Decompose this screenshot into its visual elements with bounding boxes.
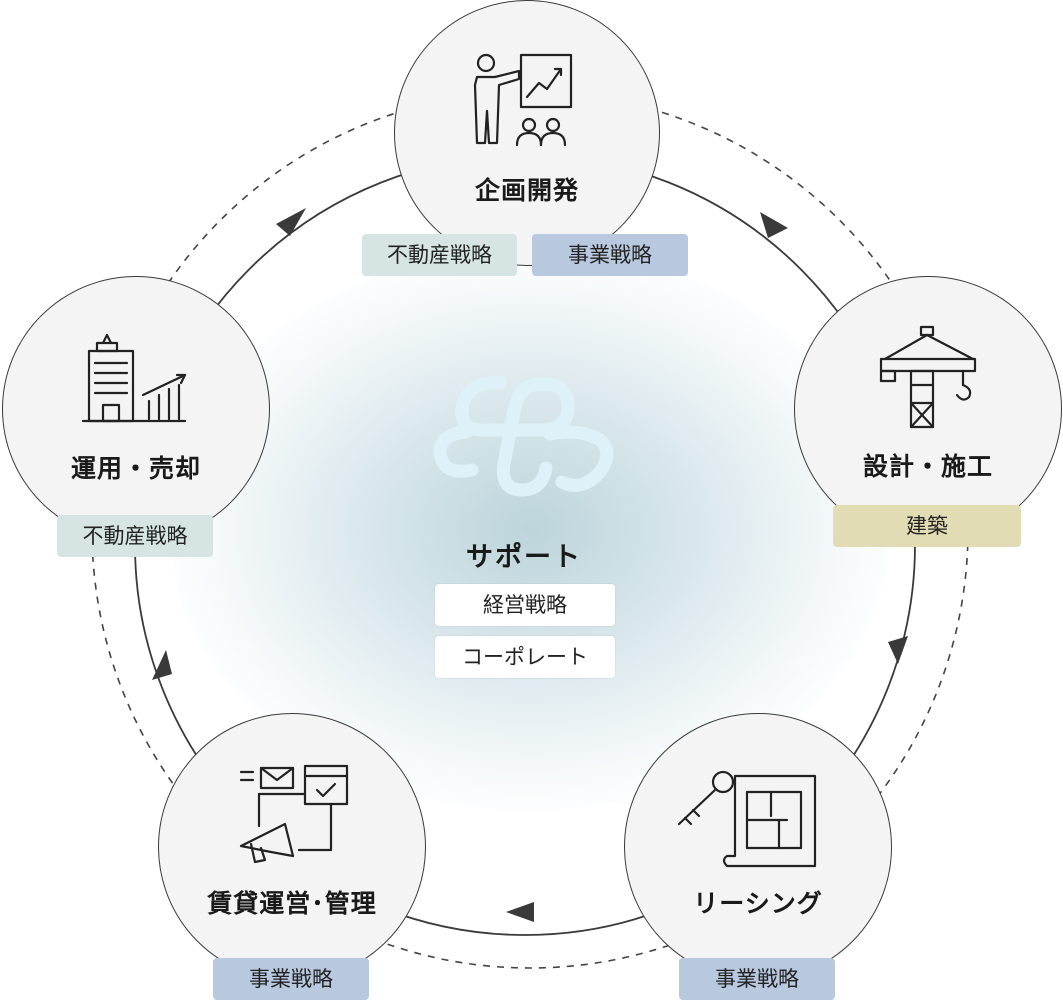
arrow-operation-to-planning (276, 208, 306, 236)
node-design[interactable]: 設計・施工 (794, 276, 1062, 542)
node-management-title: 賃貸運営･管理 (207, 889, 377, 918)
center-tag-corporate: コーポレート (435, 636, 615, 678)
arrow-design-to-leasing (888, 636, 908, 664)
management-tag-business: 事業戦略 (213, 958, 369, 1000)
building-growth-icon (81, 333, 187, 423)
node-operation[interactable]: 運用・売却 (2, 276, 270, 542)
node-operation-title: 運用・売却 (70, 454, 201, 483)
leasing-tag-business: 事業戦略 (679, 958, 835, 1000)
operation-tag-real-estate: 不動産戦略 (57, 515, 213, 557)
planning-tag-real-estate: 不動産戦略 (362, 234, 517, 276)
node-planning-title: 企画開発 (474, 176, 579, 205)
megaphone-calendar-icon (239, 764, 349, 864)
center-title: サポート (466, 542, 582, 573)
presentation-icon (473, 53, 573, 147)
node-management[interactable]: 賃貸運営･管理 (158, 713, 426, 981)
design-tag-architecture: 建築 (833, 505, 1021, 547)
node-leasing[interactable]: リーシング (624, 713, 892, 981)
arrow-management-to-operation (152, 650, 172, 680)
arrow-leasing-to-management (506, 902, 534, 922)
center-tag-management-strategy: 経営戦略 (435, 584, 615, 626)
arrow-planning-to-design (760, 212, 788, 238)
crane-icon (879, 325, 977, 429)
node-design-title: 設計・施工 (862, 452, 993, 481)
key-floorplan-icon (677, 770, 817, 868)
node-leasing-title: リーシング (693, 889, 823, 918)
node-planning[interactable]: 企画開発 (394, 0, 660, 266)
company-logo-icon (433, 375, 614, 497)
planning-tag-business: 事業戦略 (532, 234, 688, 276)
